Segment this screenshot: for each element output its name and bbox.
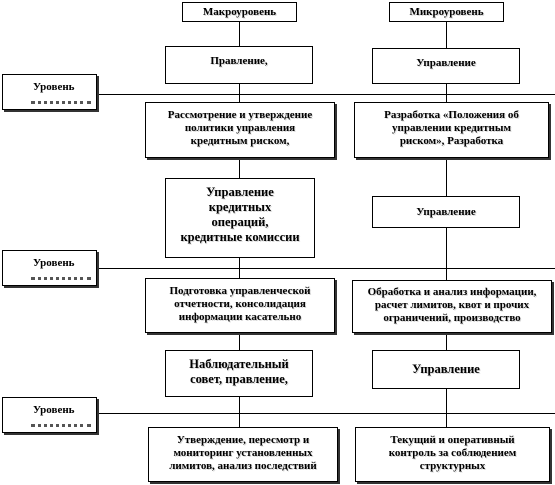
left-box-board: Правление, xyxy=(165,46,313,84)
connector-left-top xyxy=(239,18,240,46)
left-box-supervisory-text: Наблюдательный совет, правление, xyxy=(189,357,289,386)
right-box-regulation: Разработка «Положения об управлении кред… xyxy=(354,102,549,158)
level-box-3: Уровень xyxy=(2,397,97,433)
right-box-processing-text: Обработка и анализ информации, расчет ли… xyxy=(367,286,537,324)
left-box-credit-ops: Управление кредитных операций, кредитные… xyxy=(165,178,315,258)
connector-right-4 xyxy=(446,333,447,350)
left-box-supervisory: Наблюдательный совет, правление, xyxy=(165,350,313,397)
level-divider-1 xyxy=(95,94,555,95)
right-box-department-2-text: Управление xyxy=(416,205,476,218)
macro-level-header: Макроуровень xyxy=(182,2,297,22)
connector-right-1 xyxy=(446,84,447,102)
level-title: Уровень xyxy=(33,257,75,269)
macro-level-label: Макроуровень xyxy=(202,5,277,18)
right-box-department-1-text: Управление xyxy=(416,57,476,69)
level-title: Уровень xyxy=(33,81,75,93)
right-box-department-1: Управление xyxy=(372,48,520,84)
connector-right-2 xyxy=(446,158,447,196)
left-box-approval: Утверждение, пересмотр и мониторинг уста… xyxy=(148,427,338,482)
left-box-reporting-text: Подготовка управленческой отчетности, ко… xyxy=(169,285,311,323)
right-box-control-text: Текущий и оперативный контроль за соблюд… xyxy=(388,434,517,472)
level-title: Уровень xyxy=(33,404,75,416)
right-box-control: Текущий и оперативный контроль за соблюд… xyxy=(355,427,550,482)
connector-left-4 xyxy=(239,333,240,350)
level-divider-2 xyxy=(95,268,555,269)
micro-level-label: Микроуровень xyxy=(409,5,484,18)
left-box-board-text: Правление, xyxy=(210,55,268,67)
connector-left-2 xyxy=(239,158,240,178)
left-box-approval-text: Утверждение, пересмотр и мониторинг уста… xyxy=(169,434,317,472)
connector-left-5 xyxy=(239,397,240,427)
level-subtitle-obscured xyxy=(31,273,91,280)
right-box-department-2: Управление xyxy=(372,196,520,228)
level-divider-3 xyxy=(95,413,555,414)
level-subtitle-obscured xyxy=(31,97,91,104)
level-subtitle-obscured xyxy=(31,420,91,427)
right-box-department-3: Управление xyxy=(372,350,520,389)
left-box-policy: Рассмотрение и утверждение политики упра… xyxy=(145,102,335,158)
left-box-credit-ops-text: Управление кредитных операций, кредитные… xyxy=(180,185,300,244)
right-box-department-3-text: Управление xyxy=(412,362,480,376)
right-box-processing: Обработка и анализ информации, расчет ли… xyxy=(352,280,552,333)
left-box-policy-text: Рассмотрение и утверждение политики упра… xyxy=(167,109,313,147)
level-box-1: Уровень xyxy=(2,74,97,110)
connector-right-3 xyxy=(446,228,447,280)
connector-right-top xyxy=(446,18,447,48)
right-box-regulation-text: Разработка «Положения об управлении кред… xyxy=(384,109,519,147)
micro-level-header: Микроуровень xyxy=(389,2,504,22)
connector-left-1 xyxy=(239,84,240,102)
connector-right-5 xyxy=(446,389,447,427)
level-box-2: Уровень xyxy=(2,250,97,286)
left-box-reporting: Подготовка управленческой отчетности, ко… xyxy=(145,278,335,333)
